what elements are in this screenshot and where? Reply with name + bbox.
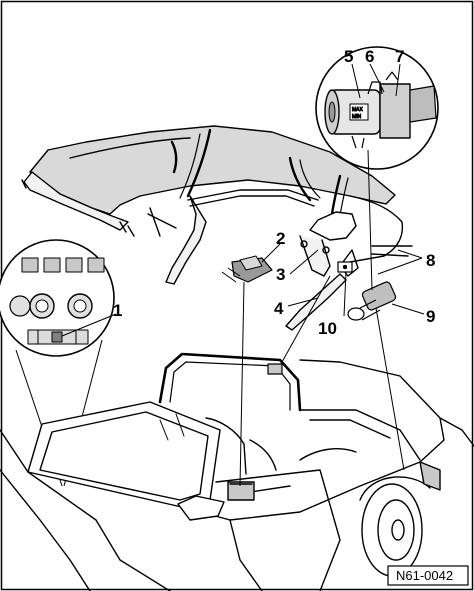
callout-6: 6 <box>365 47 374 66</box>
callout-5: 5 <box>344 47 353 66</box>
roof-switch <box>51 331 63 343</box>
limit-switch-10 <box>337 261 353 273</box>
hydraulic-pump-inset: MAX MIN <box>315 46 439 170</box>
convertible-top-assembly <box>21 125 413 331</box>
max-min-switch <box>349 103 369 121</box>
reference-id: N61-0042 <box>396 568 453 583</box>
callout-3: 3 <box>276 265 285 284</box>
front-header <box>23 171 129 231</box>
callout-2: 2 <box>276 229 285 248</box>
callout-10: 10 <box>318 319 337 338</box>
hydraulic-cylinder-9 <box>347 281 397 321</box>
reference-tag: N61-0042 <box>387 565 469 586</box>
car-body <box>0 352 474 591</box>
callout-8: 8 <box>426 251 435 270</box>
dashboard-inset <box>0 239 117 487</box>
switch-label-max: MAX <box>352 107 364 113</box>
callout-4: 4 <box>274 299 284 318</box>
callout-9: 9 <box>426 307 435 326</box>
leader-lines <box>239 149 425 487</box>
callout-7: 7 <box>395 47 404 66</box>
roof-panel <box>29 125 396 215</box>
switch-label-min: MIN <box>352 114 362 120</box>
callout-1: 1 <box>113 301 122 320</box>
relay-component-2 <box>221 255 273 283</box>
